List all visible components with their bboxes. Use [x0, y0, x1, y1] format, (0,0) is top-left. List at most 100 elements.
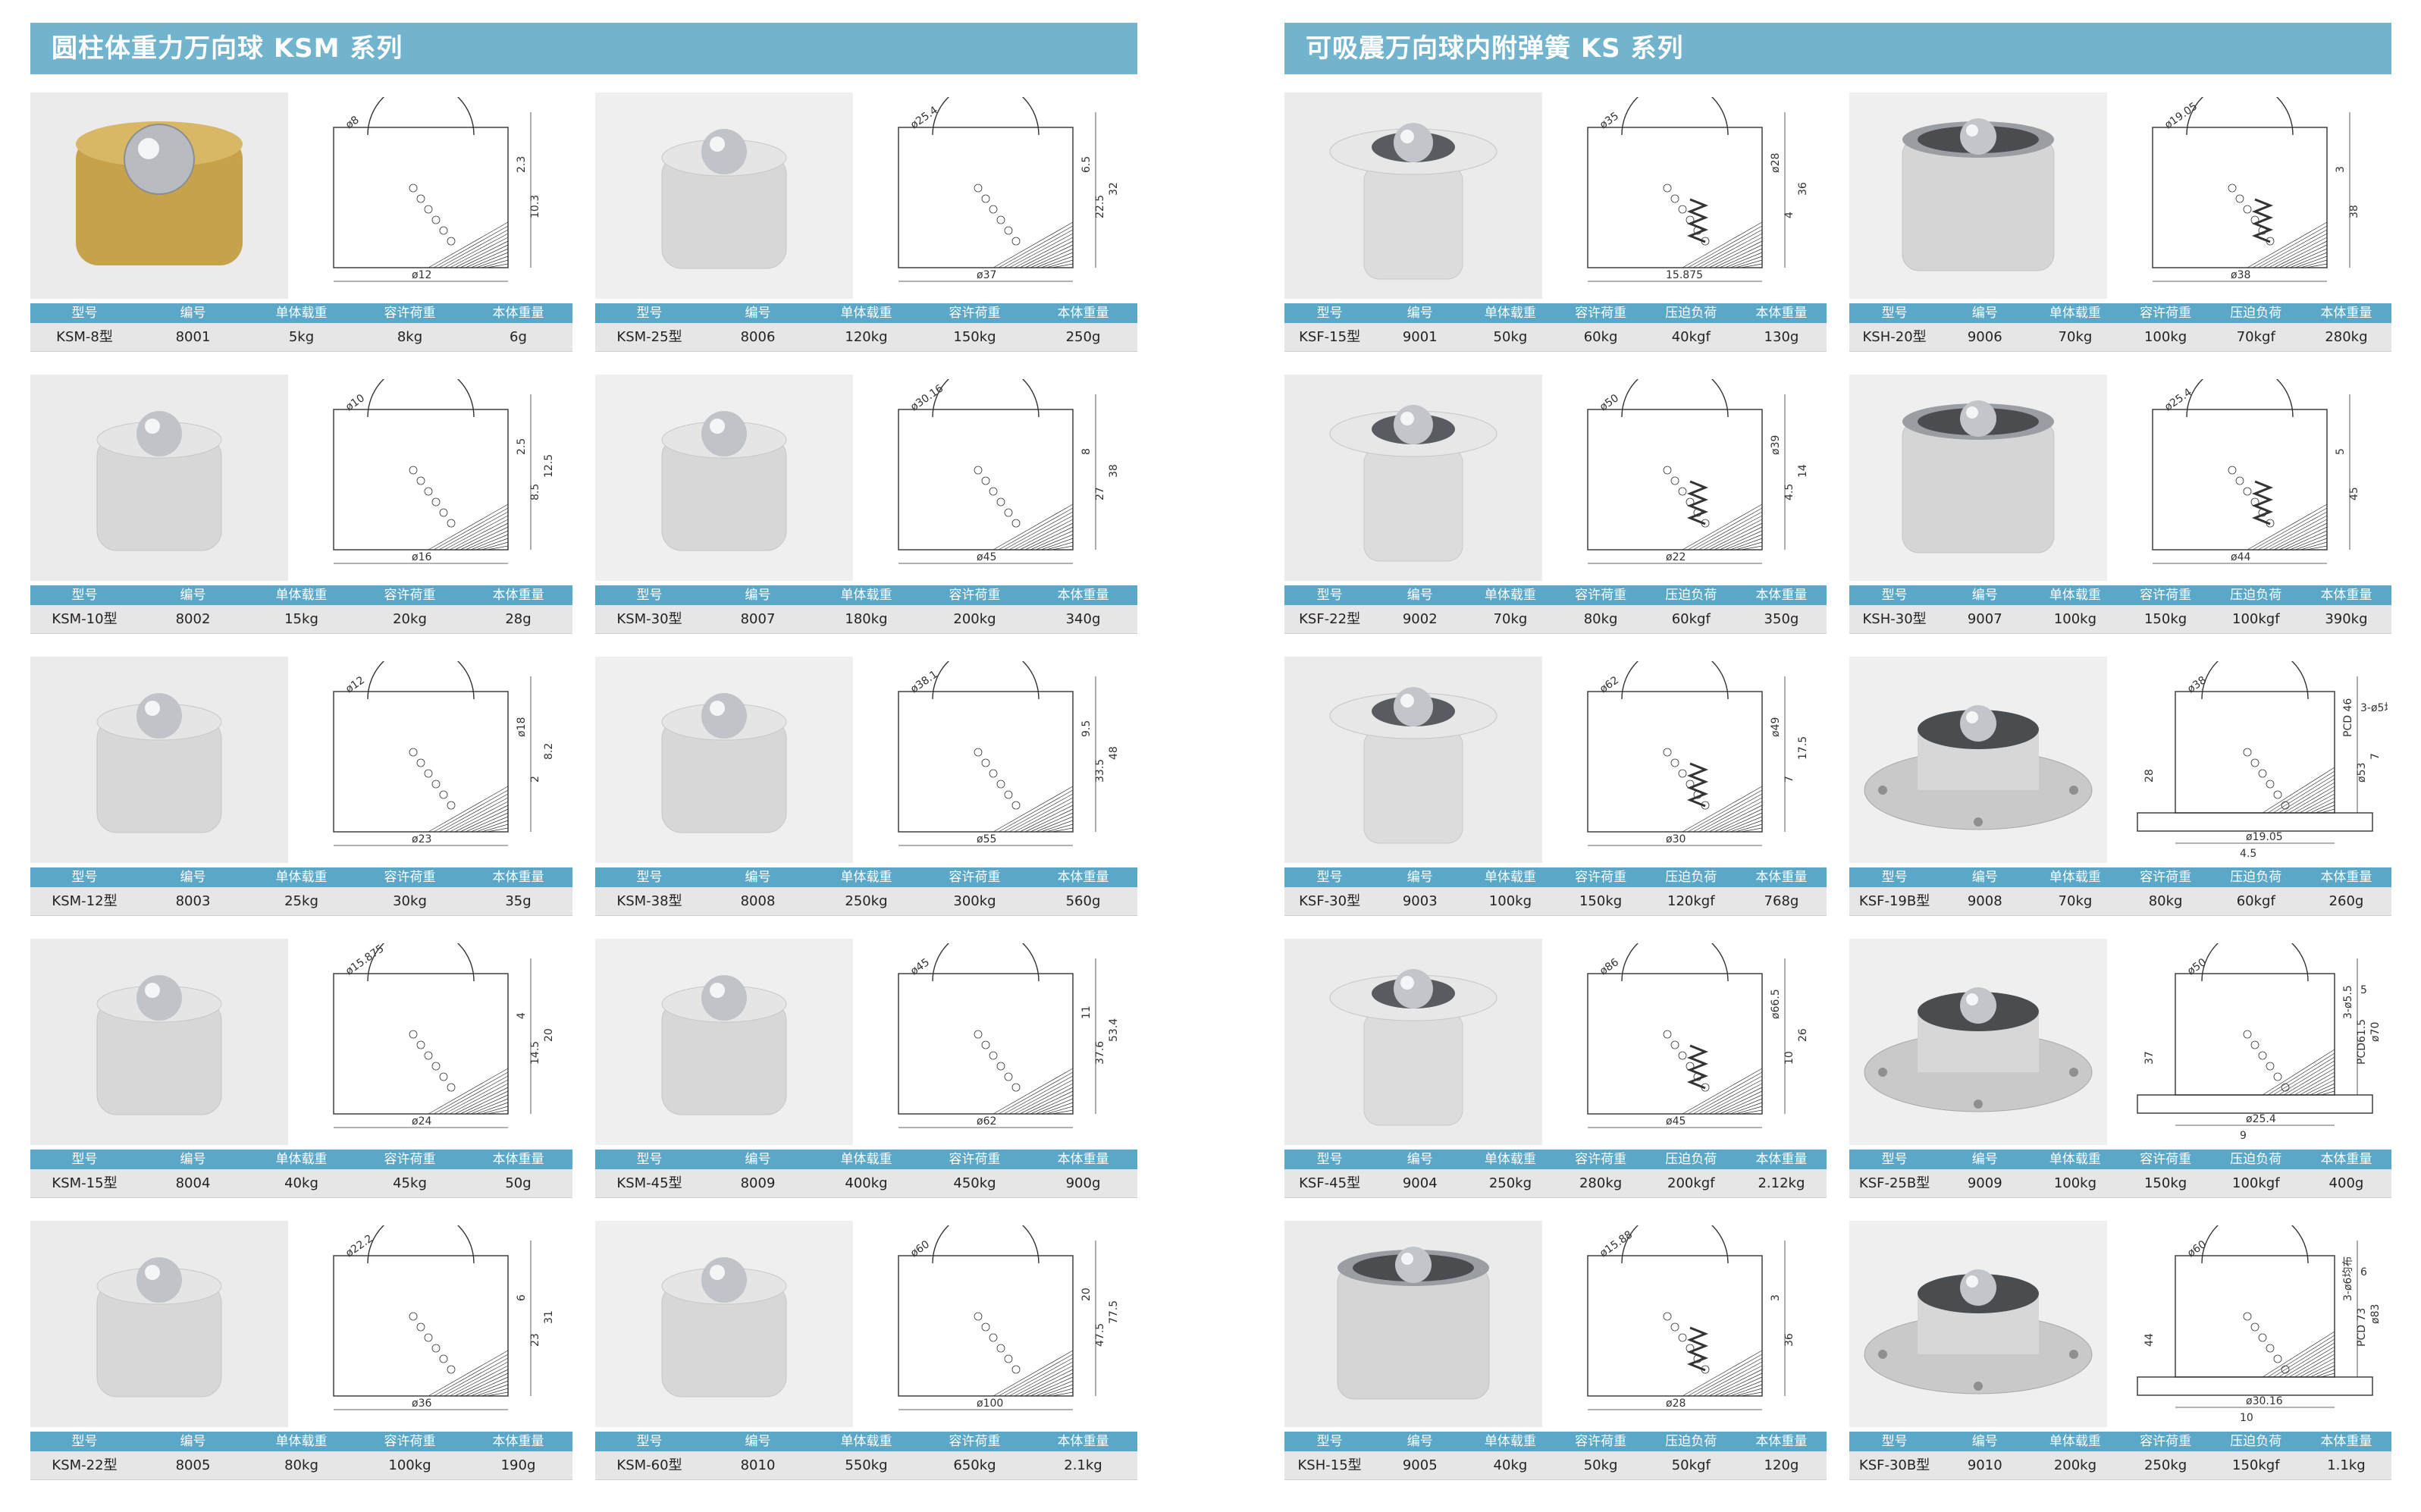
- spec-value-cell: 250kg: [2143, 1457, 2187, 1473]
- spec-table-header: 型号编号单体载重容许荷重本体重量: [30, 585, 572, 605]
- spec-header-cell: 本体重量: [1755, 870, 1808, 885]
- dimension-label: 15.875: [1666, 269, 1703, 281]
- dimension-label: ø10: [343, 392, 367, 413]
- housing-outline: [2175, 973, 2335, 1096]
- steel-ball: [124, 124, 195, 195]
- spec-header-cell: 本体重量: [1057, 1152, 1109, 1167]
- steel-ball: [701, 975, 747, 1021]
- spec-value-cell: 28g: [505, 611, 532, 627]
- dimension-label: ø18: [516, 717, 528, 737]
- ball-arc: [2201, 1225, 2309, 1264]
- spec-value-cell: KSM-30型: [616, 611, 682, 627]
- dimension-label: 6: [516, 1294, 528, 1301]
- section-title: 可吸震万向球内附弹簧 KS 系列: [1284, 23, 2391, 74]
- spec-value-cell: 8006: [740, 329, 776, 345]
- product-photo: [1284, 1221, 1542, 1427]
- steel-ball: [1960, 987, 1996, 1024]
- spec-header-cell: 编号: [745, 870, 771, 885]
- steel-ball: [701, 693, 747, 739]
- dimension-label: ø100: [977, 1398, 1003, 1410]
- spec-value-cell: 35g: [505, 893, 532, 909]
- dimension-label: 77.5: [1108, 1300, 1120, 1324]
- spec-header-cell: 编号: [745, 1434, 771, 1449]
- dimension-label: 3-ø5.5: [2342, 985, 2354, 1019]
- ball-arc: [932, 97, 1040, 136]
- spec-header-cell: 型号: [1881, 1434, 1908, 1449]
- spec-table-header: 型号编号单体载重容许荷重压迫负荷本体重量: [1284, 867, 1827, 887]
- dimension-label: ø39: [1770, 435, 1782, 455]
- product-card: ø50ø22ø394.51454型号编号单体载重容许荷重压迫负荷本体重量KSF-…: [1284, 375, 1827, 634]
- spec-value-cell: 8002: [175, 611, 211, 627]
- dimension-label: ø70: [2369, 1022, 2382, 1042]
- spec-value-cell: 9002: [1402, 611, 1438, 627]
- dimension-label: ø30: [1666, 833, 1686, 845]
- ball-arc: [932, 943, 1040, 982]
- dimension-label: ø35: [1598, 110, 1621, 131]
- product-photo: [30, 93, 288, 299]
- spec-table-header: 型号编号单体载重容许荷重本体重量: [595, 867, 1137, 887]
- dimension-label: 37: [2143, 1051, 2156, 1065]
- spec-value-cell: KSF-25B型: [1858, 1175, 1930, 1191]
- spec-value-cell: 8004: [175, 1175, 211, 1191]
- dimension-label: PCD61.5: [2356, 1019, 2368, 1065]
- housing-outline: [898, 409, 1074, 551]
- spec-header-cell: 容许荷重: [1575, 870, 1627, 885]
- dimension-label: 36: [1797, 182, 1809, 196]
- spec-value-cell: KSF-19B型: [1858, 893, 1930, 909]
- spec-value-cell: KSF-15型: [1299, 329, 1361, 345]
- dimension-label: 3-ø5均布: [2360, 702, 2388, 714]
- spec-header-cell: 容许荷重: [384, 588, 436, 603]
- spec-header-cell: 编号: [180, 870, 206, 885]
- mounting-base: [2137, 1376, 2373, 1396]
- spec-header-cell: 本体重量: [1057, 1434, 1109, 1449]
- spec-header-cell: 容许荷重: [384, 870, 436, 885]
- dimension-label: ø23: [412, 833, 431, 845]
- spec-value-cell: 150kg: [953, 329, 996, 345]
- dimension-label: 9.5: [1080, 720, 1093, 737]
- steel-ball: [1960, 400, 1996, 437]
- spec-value-cell: KSH-30型: [1862, 611, 1927, 627]
- dimension-label: 2: [529, 776, 541, 783]
- spec-header-cell: 本体重量: [492, 1434, 544, 1449]
- spec-value-cell: 5kg: [288, 329, 315, 345]
- product-photo: [1284, 657, 1542, 863]
- spec-header-cell: 编号: [1971, 1434, 1998, 1449]
- spec-value-cell: 650kg: [953, 1457, 996, 1473]
- steel-ball: [1394, 687, 1433, 726]
- spec-header-cell: 容许荷重: [384, 1152, 436, 1167]
- dimension-label: 10: [1783, 1051, 1795, 1065]
- spec-header-cell: 编号: [1407, 306, 1433, 321]
- spec-header-cell: 型号: [636, 1152, 663, 1167]
- spec-table-header: 型号编号单体载重容许荷重本体重量: [30, 867, 572, 887]
- spec-header-cell: 编号: [180, 588, 206, 603]
- product-card: ø86ø45ø66.51026101.5型号编号单体载重容许荷重压迫负荷本体重量…: [1284, 939, 1827, 1198]
- dimension-label: ø19.05: [2162, 100, 2200, 131]
- spec-value-cell: 70kg: [2058, 893, 2093, 909]
- spec-header-cell: 本体重量: [1755, 306, 1808, 321]
- dimension-label: ø24: [412, 1115, 431, 1128]
- spec-header-cell: 编号: [180, 1434, 206, 1449]
- product-photo: [1849, 1221, 2107, 1427]
- dimension-label: 8.2: [543, 743, 555, 760]
- spec-header-cell: 压迫负荷: [1665, 306, 1717, 321]
- spec-value-cell: KSM-10型: [52, 611, 118, 627]
- dimension-label: 4.5: [1783, 484, 1795, 500]
- spec-value-cell: 150kgf: [2232, 1457, 2280, 1473]
